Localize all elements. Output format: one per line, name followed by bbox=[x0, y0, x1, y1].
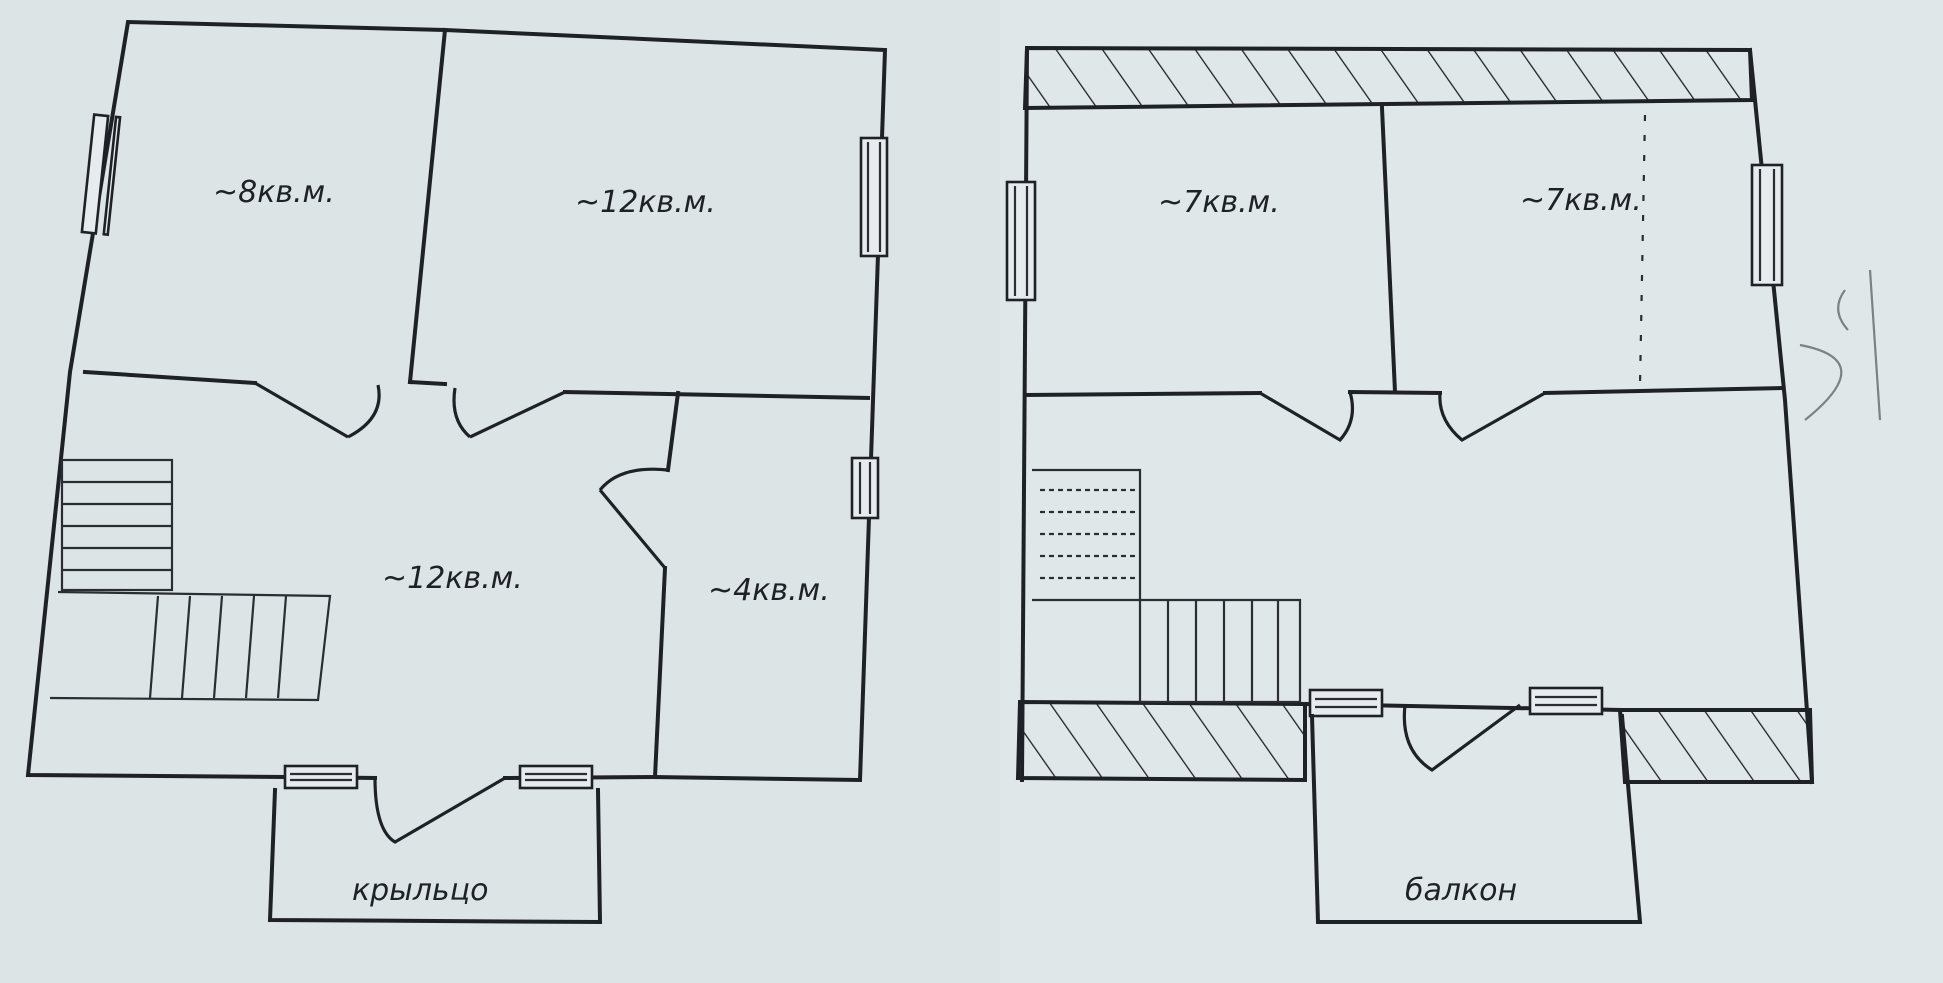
window-left-wall bbox=[80, 113, 110, 235]
wall-hall-top-left bbox=[82, 369, 258, 386]
window-balcony-right bbox=[1528, 686, 1604, 716]
door-top-right-room bbox=[452, 387, 566, 439]
balcony-door bbox=[1402, 703, 1521, 772]
room-small-area: ~4кв.м. bbox=[708, 573, 830, 608]
hatched-wall-top bbox=[1022, 45, 1755, 111]
porch-outline bbox=[267, 787, 603, 925]
room-upper-left-area: ~7кв.м. bbox=[1158, 185, 1280, 220]
upper-floor-plan: ~7кв.м. ~7кв.м. балкон bbox=[1005, 45, 1882, 924]
staircase-upper bbox=[1032, 468, 1302, 704]
window-front-right bbox=[518, 764, 594, 790]
hall-area: ~12кв.м. bbox=[382, 561, 523, 596]
window-right-wall-top bbox=[859, 136, 889, 258]
window-small-room bbox=[850, 456, 880, 520]
window-front-left bbox=[283, 764, 359, 790]
wall-between-top-rooms bbox=[407, 27, 448, 385]
pencil-mark bbox=[1799, 269, 1882, 421]
window-upper-left bbox=[1005, 180, 1037, 302]
wall-between-upper-rooms bbox=[1379, 105, 1398, 395]
door-small-room bbox=[598, 467, 669, 570]
door-upper-left-room bbox=[1259, 391, 1354, 443]
room-upper-right-area: ~7кв.м. bbox=[1520, 183, 1642, 218]
room-top-right-area: ~12кв.м. bbox=[575, 185, 716, 220]
porch-label: крыльцо bbox=[352, 873, 488, 908]
hatched-wall-bottom-right bbox=[1617, 708, 1815, 784]
ground-floor-outer-wall bbox=[25, 19, 888, 783]
balcony-outline bbox=[1309, 713, 1643, 924]
wall-small-room bbox=[665, 390, 681, 473]
entrance-door bbox=[373, 776, 506, 844]
upper-floor-outer-wall bbox=[1019, 45, 1030, 783]
staircase-ground bbox=[49, 458, 332, 702]
balcony-label: балкон bbox=[1405, 873, 1517, 908]
door-upper-right-room bbox=[1438, 391, 1546, 442]
hatched-wall-bottom-left bbox=[1015, 699, 1307, 783]
ground-floor-plan: ~8кв.м. ~12кв.м. ~12кв.м. ~4кв.м. крыльц… bbox=[25, 19, 889, 925]
window-upper-right bbox=[1750, 163, 1784, 287]
room-top-left-area: ~8кв.м. bbox=[213, 175, 335, 210]
door-top-left-room bbox=[254, 381, 381, 439]
window-balcony-left bbox=[1308, 688, 1384, 718]
